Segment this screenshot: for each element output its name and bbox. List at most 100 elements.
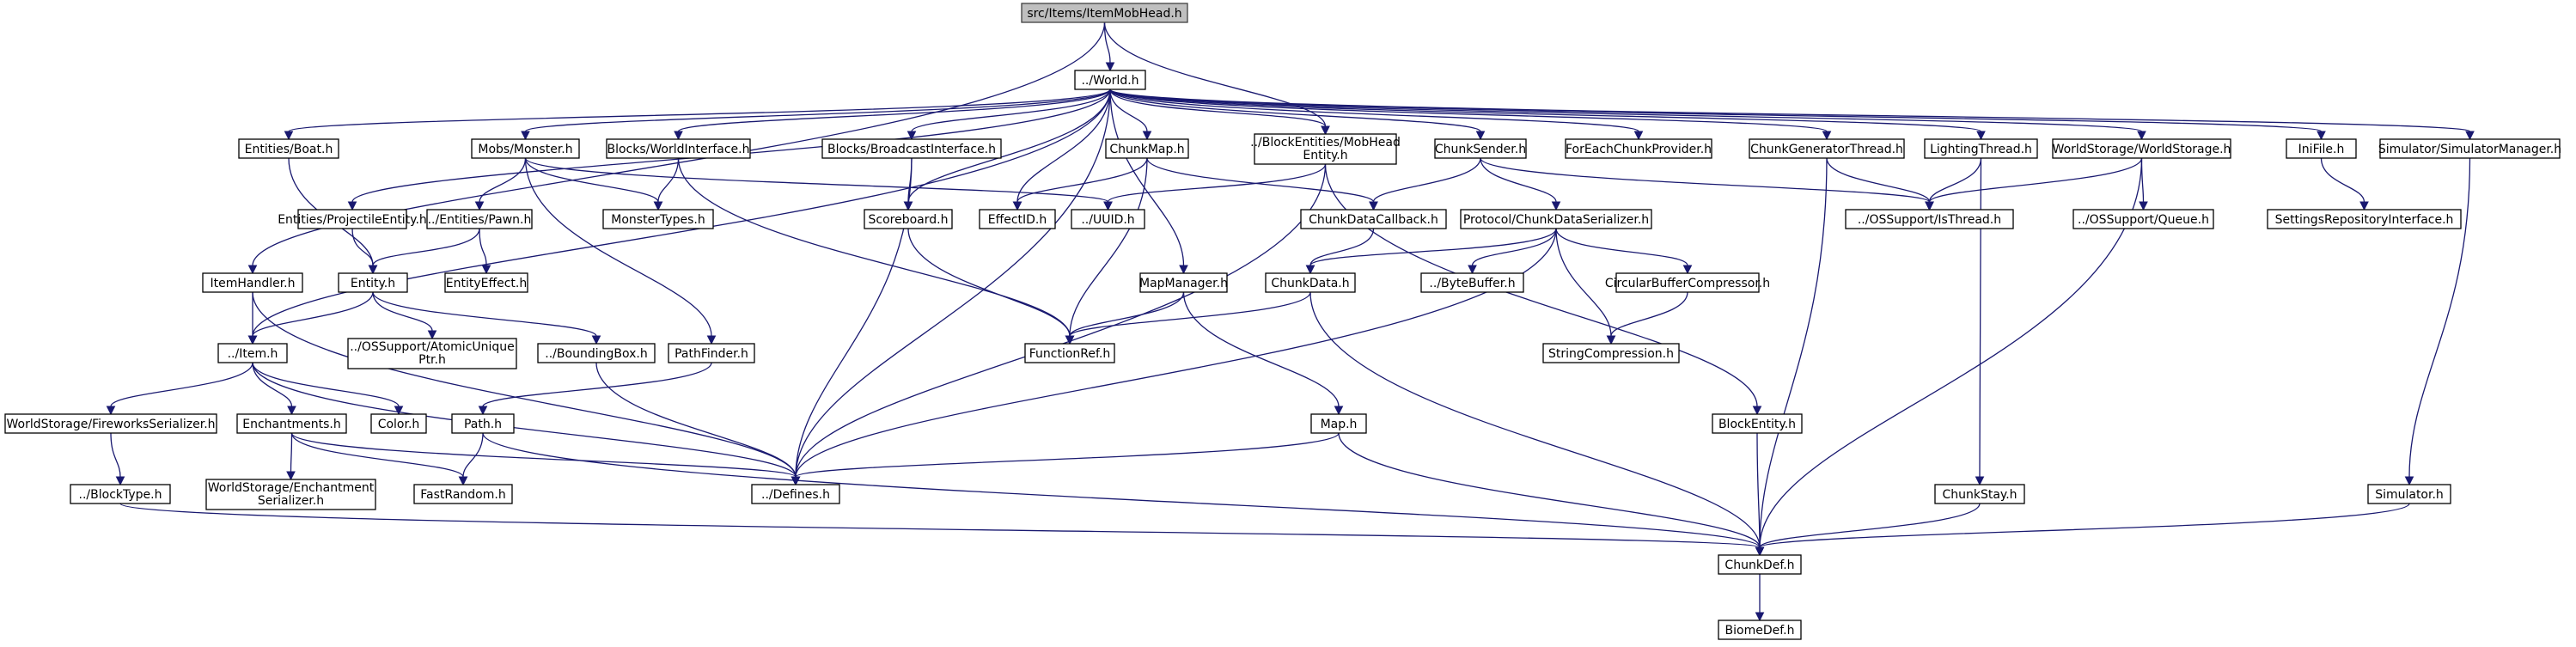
node-defines[interactable]: ../Defines.h — [751, 484, 840, 504]
node-box[interactable] — [217, 343, 288, 363]
node-scoreboard[interactable]: Scoreboard.h — [864, 209, 953, 229]
node-worldinterface[interactable]: Blocks/WorldInterface.h — [606, 138, 751, 159]
node-cdcallback[interactable]: ChunkDataCallback.h — [1300, 209, 1447, 229]
node-box[interactable] — [602, 209, 714, 229]
node-box[interactable] — [2379, 138, 2561, 159]
node-projectile[interactable]: Entities/ProjectileEntity.h — [278, 209, 427, 229]
node-isthread[interactable]: ../OSSupport/IsThread.h — [1845, 209, 2014, 229]
node-box[interactable] — [2072, 209, 2214, 229]
node-path[interactable]: Path.h — [451, 413, 515, 434]
node-box[interactable] — [979, 209, 1056, 229]
node-settingsrepo[interactable]: SettingsRepositoryInterface.h — [2267, 209, 2462, 229]
node-box[interactable] — [4, 413, 217, 434]
node-box[interactable] — [1712, 413, 1803, 434]
node-simmanager[interactable]: Simulator/SimulatorManager.h — [2378, 138, 2561, 159]
node-effectid[interactable]: EffectID.h — [979, 209, 1056, 229]
node-inifile[interactable]: IniFile.h — [2286, 138, 2357, 159]
node-box[interactable] — [1749, 138, 1905, 159]
node-box[interactable] — [236, 413, 347, 434]
node-box[interactable] — [1845, 209, 2014, 229]
node-bytebuffer[interactable]: ../ByteBuffer.h — [1420, 272, 1524, 293]
node-box[interactable] — [2267, 209, 2462, 229]
node-mapmanager[interactable]: MapManager.h — [1139, 272, 1228, 293]
node-box[interactable] — [821, 138, 1002, 159]
node-biomedef[interactable]: BiomeDef.h — [1718, 620, 1802, 640]
node-box[interactable] — [606, 138, 751, 159]
node-blocktype[interactable]: ../BlockType.h — [70, 484, 171, 504]
node-world[interactable]: ../World.h — [1074, 70, 1146, 90]
node-box[interactable] — [1434, 138, 1527, 159]
node-entityeffect[interactable]: EntityEffect.h — [444, 272, 528, 293]
node-boundingbox[interactable]: ../BoundingBox.h — [537, 343, 656, 363]
node-entity[interactable]: Entity.h — [338, 272, 408, 293]
node-root[interactable]: src/Items/ItemMobHead.h — [1021, 3, 1188, 23]
node-blockentity[interactable]: BlockEntity.h — [1712, 413, 1803, 434]
node-box[interactable] — [1460, 209, 1652, 229]
node-box[interactable] — [1615, 272, 1760, 293]
node-map[interactable]: Map.h — [1310, 413, 1367, 434]
node-functionref[interactable]: FunctionRef.h — [1024, 343, 1115, 363]
node-box[interactable] — [1074, 70, 1146, 90]
node-queue[interactable]: ../OSSupport/Queue.h — [2072, 209, 2214, 229]
node-box[interactable] — [1300, 209, 1447, 229]
node-cbcompressor[interactable]: CircularBufferCompressor.h — [1605, 272, 1770, 293]
node-monster[interactable]: Mobs/Monster.h — [471, 138, 580, 159]
node-chunkmap[interactable]: ChunkMap.h — [1105, 138, 1189, 159]
node-color[interactable]: Color.h — [370, 413, 427, 434]
node-box[interactable] — [1071, 209, 1145, 229]
node-pathfinder[interactable]: PathFinder.h — [668, 343, 755, 363]
node-box[interactable] — [1542, 343, 1680, 363]
node-enchantments[interactable]: Enchantments.h — [236, 413, 347, 434]
node-simulator[interactable]: Simulator.h — [2367, 484, 2451, 504]
node-lighting[interactable]: LightingThread.h — [1924, 138, 2038, 159]
node-chunkstay[interactable]: ChunkStay.h — [1934, 484, 2025, 504]
node-box[interactable] — [1265, 272, 1356, 293]
node-stringcomp[interactable]: StringCompression.h — [1542, 343, 1680, 363]
node-box[interactable] — [2286, 138, 2357, 159]
node-box[interactable] — [1254, 133, 1397, 165]
node-box[interactable] — [70, 484, 171, 504]
node-box[interactable] — [238, 138, 339, 159]
node-fireworks[interactable]: WorldStorage/FireworksSerializer.h — [4, 413, 217, 434]
node-box[interactable] — [202, 272, 303, 293]
node-box[interactable] — [1024, 343, 1115, 363]
node-box[interactable] — [338, 272, 408, 293]
node-box[interactable] — [1718, 620, 1802, 640]
node-box[interactable] — [1934, 484, 2025, 504]
node-box[interactable] — [205, 479, 376, 510]
node-box[interactable] — [1139, 272, 1228, 293]
node-box[interactable] — [1718, 554, 1802, 575]
node-uuid[interactable]: ../UUID.h — [1071, 209, 1145, 229]
node-box[interactable] — [1420, 272, 1524, 293]
node-box[interactable] — [347, 338, 517, 369]
node-box[interactable] — [370, 413, 427, 434]
node-box[interactable] — [471, 138, 580, 159]
node-worldstorage[interactable]: WorldStorage/WorldStorage.h — [2052, 138, 2231, 159]
node-box[interactable] — [537, 343, 656, 363]
node-box[interactable] — [668, 343, 755, 363]
node-box[interactable] — [1105, 138, 1189, 159]
node-box[interactable] — [426, 209, 533, 229]
node-pawn[interactable]: ../Entities/Pawn.h — [426, 209, 533, 229]
node-cdserializer[interactable]: Protocol/ChunkDataSerializer.h — [1460, 209, 1652, 229]
node-chunkdef[interactable]: ChunkDef.h — [1718, 554, 1802, 575]
node-box[interactable] — [413, 484, 513, 504]
node-box[interactable] — [1310, 413, 1367, 434]
node-broadcast[interactable]: Blocks/BroadcastInterface.h — [821, 138, 1002, 159]
node-box[interactable] — [864, 209, 953, 229]
node-boat[interactable]: Entities/Boat.h — [238, 138, 339, 159]
node-chunksender[interactable]: ChunkSender.h — [1434, 138, 1527, 159]
node-itemhandler[interactable]: ItemHandler.h — [202, 272, 303, 293]
node-foreach[interactable]: ForEachChunkProvider.h — [1565, 138, 1712, 159]
node-box[interactable] — [444, 272, 528, 293]
node-box[interactable] — [1021, 3, 1188, 23]
node-box[interactable] — [2052, 138, 2231, 159]
node-box[interactable] — [1924, 138, 2038, 159]
node-fastrandom[interactable]: FastRandom.h — [413, 484, 513, 504]
node-box[interactable] — [751, 484, 840, 504]
node-box[interactable] — [297, 209, 407, 229]
node-item[interactable]: ../Item.h — [217, 343, 288, 363]
